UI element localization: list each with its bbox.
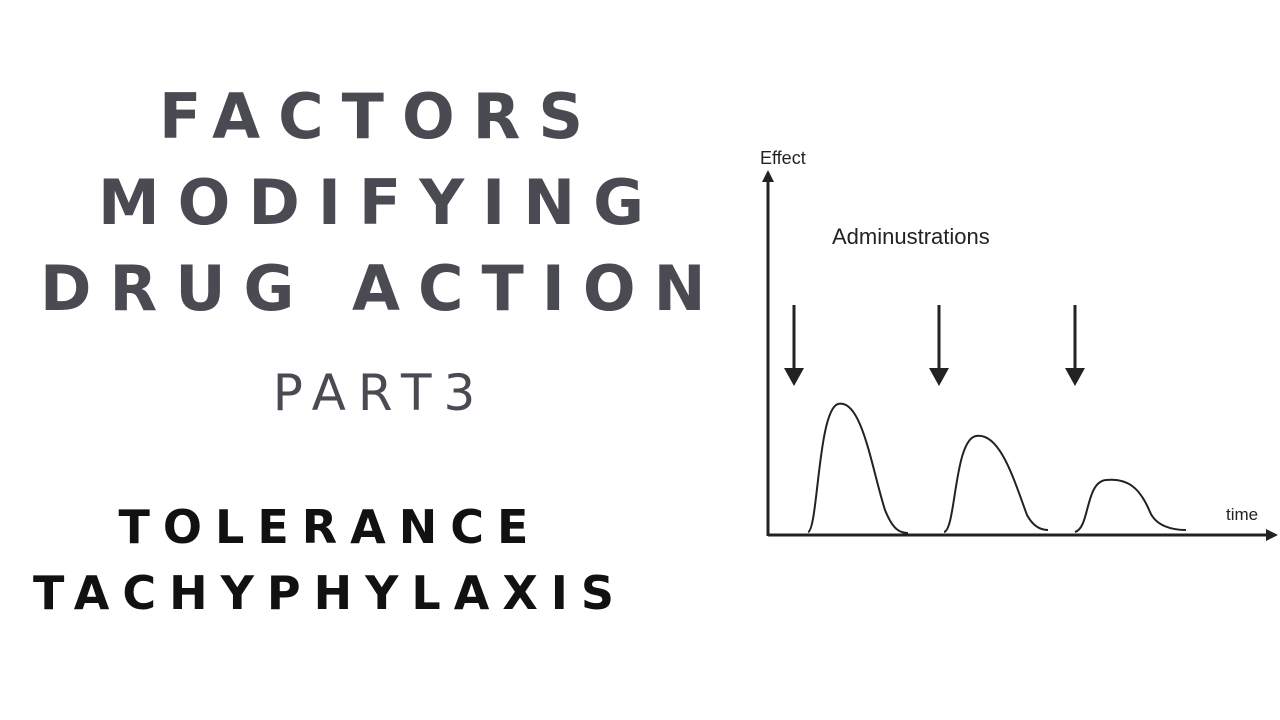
administration-arrow-2	[929, 305, 949, 386]
topic-tachyphylaxis: TACHYPHYLAXIS	[32, 566, 628, 620]
administrations-label: Adminustrations	[832, 224, 990, 249]
administration-arrow-1	[784, 305, 804, 386]
title-line-3: DRUG ACTION	[40, 252, 724, 325]
x-axis-arrowhead	[1266, 529, 1278, 541]
response-curve-1	[807, 402, 909, 534]
y-axis-arrowhead	[762, 170, 774, 182]
x-axis-label: time	[1226, 505, 1258, 524]
response-curve-3	[1074, 478, 1187, 533]
title-line-2: MODIFYING	[97, 166, 663, 239]
administration-arrow-3	[1065, 305, 1085, 386]
tachyphylaxis-diagram: Effect time Adminustrations	[760, 148, 1278, 541]
response-curve-2	[943, 434, 1049, 533]
title-line-1: FACTORS	[158, 80, 602, 153]
topic-tolerance: TOLERANCE	[118, 500, 542, 554]
y-axis-label: Effect	[760, 148, 806, 168]
part-label: PART3	[272, 364, 488, 422]
